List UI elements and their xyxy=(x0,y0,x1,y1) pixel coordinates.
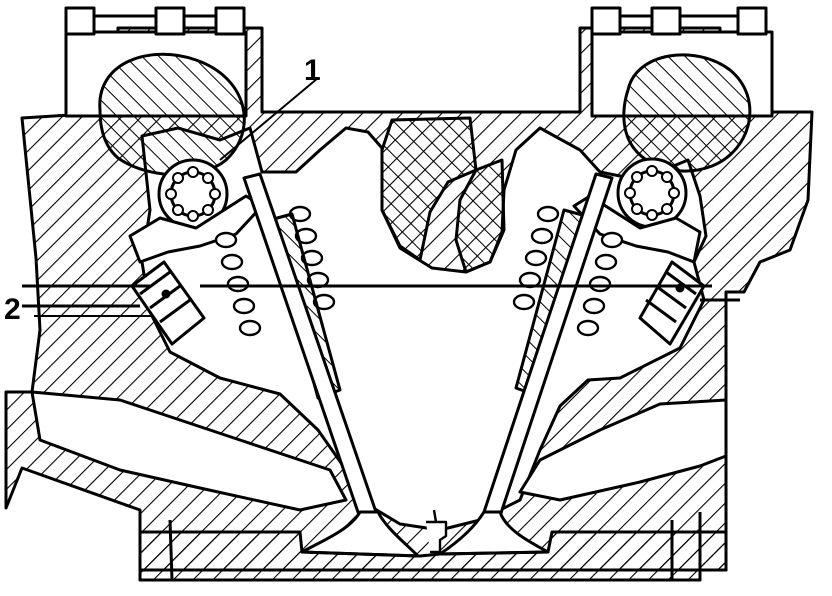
intake-port xyxy=(30,390,348,512)
deck-line xyxy=(22,284,740,308)
callout-1-label: 1 xyxy=(304,54,321,87)
head-bolt-bore-left xyxy=(138,512,174,581)
callout-2-label: 2 xyxy=(4,293,21,326)
roller-bearing-right xyxy=(616,157,688,229)
exhaust-port xyxy=(518,398,728,502)
camshaft-lobe-right xyxy=(622,53,752,173)
rocker-arm-left xyxy=(128,194,264,264)
callout-1-leader xyxy=(219,77,319,161)
roller-bearing-left xyxy=(157,158,229,230)
spark-plug-tip xyxy=(426,509,448,554)
cam-tower-web xyxy=(380,116,478,262)
head-bolt-bore-right xyxy=(670,512,702,580)
cam-tower-web-right xyxy=(454,158,506,274)
combustion-chamber xyxy=(138,530,728,572)
lash-adjuster-right xyxy=(638,260,706,346)
lash-adjuster-left xyxy=(130,260,206,346)
